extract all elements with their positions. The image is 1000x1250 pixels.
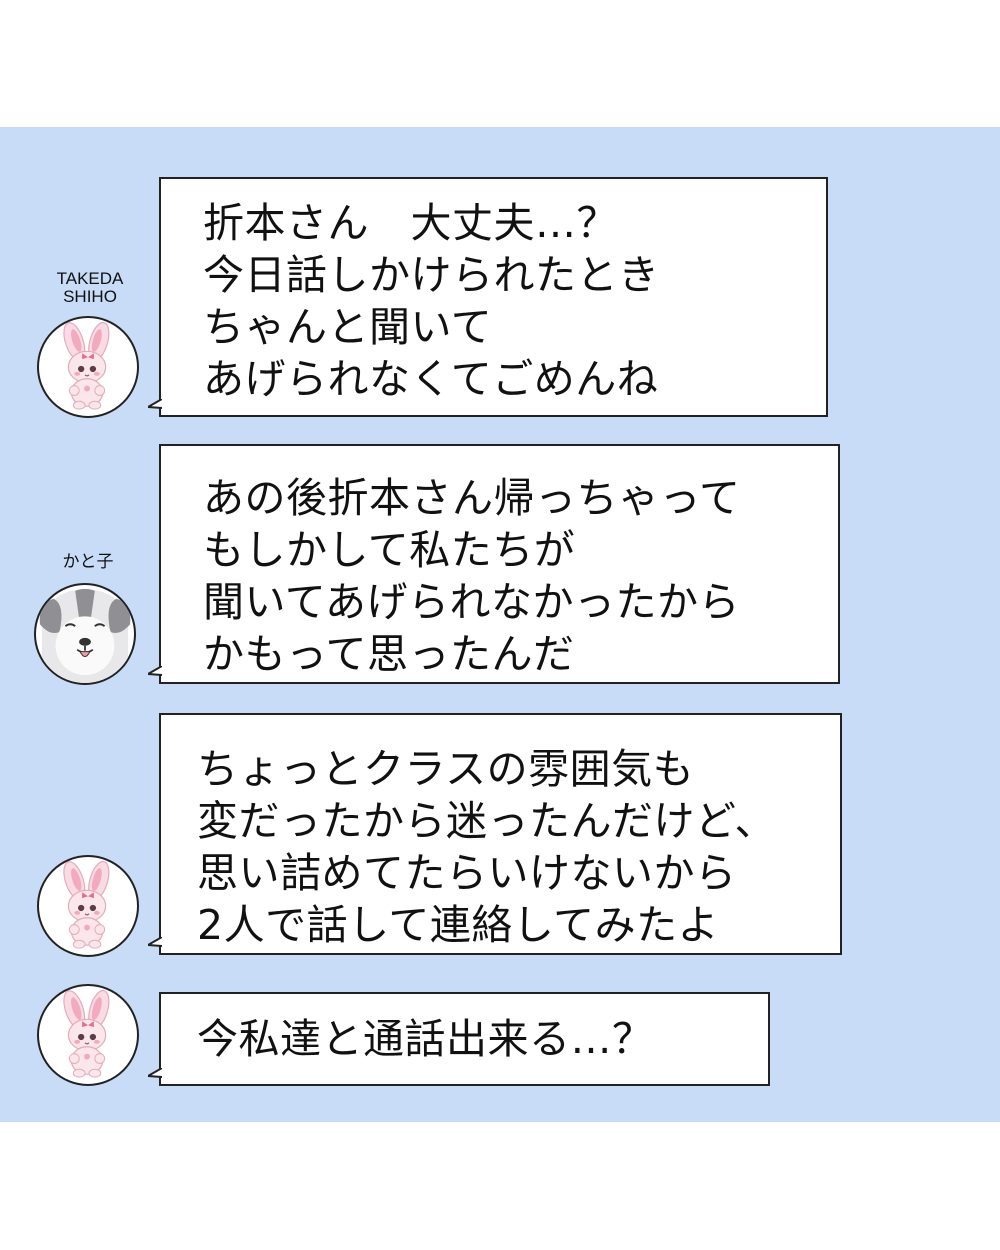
- avatar-takeda-shiho[interactable]: [37, 984, 139, 1086]
- avatar-katoko[interactable]: [34, 583, 136, 685]
- message-text: 今私達と通話出来る…？: [197, 1015, 654, 1063]
- message-bubble: 折本さん 大丈夫…？ 今日話しかけられたとき ちゃんと聞いて あげられなくてごめ…: [148, 177, 828, 417]
- avatar-takeda-shiho[interactable]: [37, 855, 139, 957]
- message-text: あの後折本さん帰っちゃって もしかして私たちが 聞いてあげられなかったから かも…: [203, 474, 741, 678]
- bubble-tail: [148, 666, 162, 676]
- bubble-tail: [148, 937, 162, 947]
- pink-bunny-plush-icon: [39, 318, 137, 416]
- sender-name: TAKEDA SHIHO: [56, 269, 124, 306]
- dog-face-icon: [36, 585, 134, 683]
- message-bubble: 今私達と通話出来る…？: [148, 992, 770, 1086]
- bubble-tail: [148, 1068, 162, 1078]
- message-bubble: あの後折本さん帰っちゃって もしかして私たちが 聞いてあげられなかったから かも…: [148, 444, 840, 684]
- pink-bunny-plush-icon: [39, 857, 137, 955]
- avatar-takeda-shiho[interactable]: [37, 316, 139, 418]
- message-bubble: ちょっとクラスの雰囲気も 変だったから迷ったんだけど、 思い詰めてたらいけないか…: [148, 713, 842, 955]
- bubble-tail: [148, 399, 162, 409]
- pink-bunny-plush-icon: [39, 986, 137, 1084]
- message-text: ちょっとクラスの雰囲気も 変だったから迷ったんだけど、 思い詰めてたらいけないか…: [197, 745, 776, 949]
- message-text: 折本さん 大丈夫…？ 今日話しかけられたとき ちゃんと聞いて あげられなくてごめ…: [203, 199, 660, 403]
- sender-name: かと子: [62, 552, 114, 571]
